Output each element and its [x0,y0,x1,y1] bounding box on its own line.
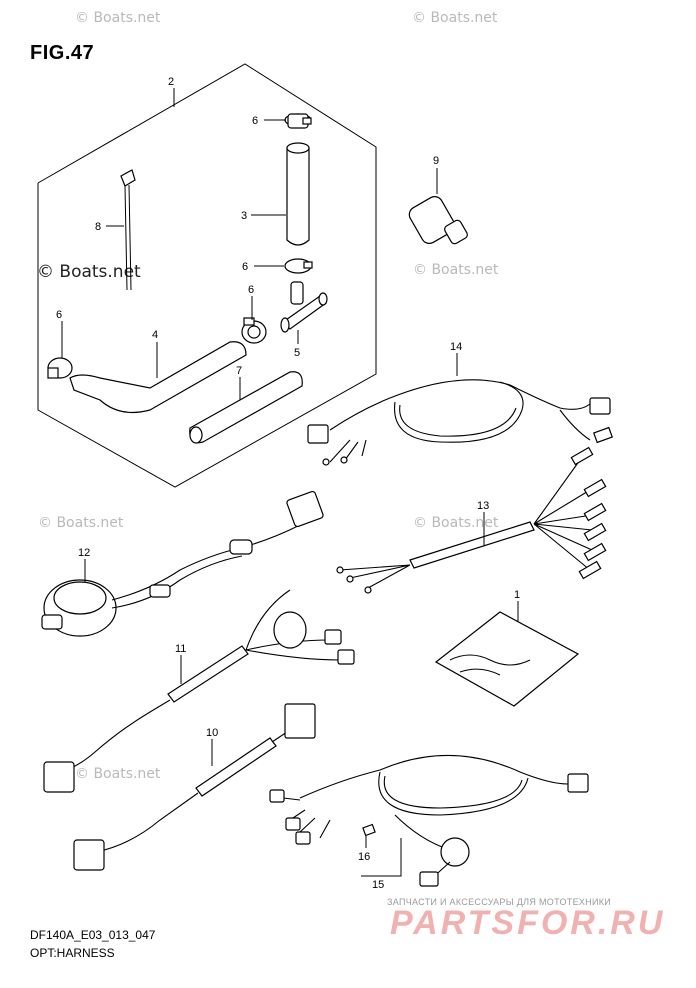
callout-16: 16 [358,851,370,863]
figure-title: FIG.47 [30,42,95,64]
watermark: © Boats.net [75,766,161,782]
callout-15: 15 [372,879,384,891]
watermark: © Boats.net [37,262,141,282]
clamp-left [47,357,73,379]
clamp-mid [284,258,313,274]
brand-logo: PARTSFOR.RU [390,904,666,942]
clamp-top [284,113,312,129]
callout-7: 7 [236,365,242,377]
kit-outline [37,63,377,488]
callout-6: 6 [56,309,62,321]
cable-tie-part-8 [120,169,136,291]
callout-3: 3 [241,210,247,222]
watermark: © Boats.net [413,262,499,278]
watermark: © Boats.net [412,10,498,26]
figure-code: DF140A_E03_013_047 [30,928,156,942]
buzzer-part-12 [41,490,324,637]
hose-part-7 [189,371,303,444]
callout-1: 1 [514,589,520,601]
harness-part-11 [43,589,355,793]
harness-part-10 [73,703,316,871]
callout-11: 11 [175,643,186,655]
clamp-fitting [241,317,267,344]
callout-8: 8 [95,221,101,233]
brand-tagline: ЗАПЧАСТИ И АКСЕССУАРЫ ДЛЯ МОТОТЕХНИКИ [387,897,612,907]
callout-2: 2 [168,76,174,88]
callout-6: 6 [242,261,248,273]
callout-4: 4 [152,329,158,341]
bent-hose-part-4 [69,341,247,413]
callout-12: 12 [78,547,90,559]
callout-13: 13 [477,500,489,512]
hose-part-3 [286,142,310,246]
harness-part-15 [269,754,589,887]
callout-10: 10 [206,727,218,739]
callouts: 2 6 3 6 8 9 6 6 4 5 7 14 13 12 1 11 10 1… [56,76,520,891]
fitting-part-9 [408,196,468,245]
leader-lines [61,88,519,877]
bag-part-1 [434,611,580,707]
watermark: © Boats.net [413,515,499,531]
harness-part-13 [336,446,607,594]
figure-name: OPT:HARNESS [30,946,115,960]
watermark: © Boats.net [75,10,161,26]
harness-part-14 [307,379,613,466]
callout-5: 5 [294,347,300,359]
watermark: © Boats.net [38,515,124,531]
callout-6: 6 [248,284,254,296]
tee-fitting-part-5 [280,281,328,333]
callout-6: 6 [252,115,258,127]
callout-14: 14 [450,341,462,353]
callout-9: 9 [433,155,439,167]
